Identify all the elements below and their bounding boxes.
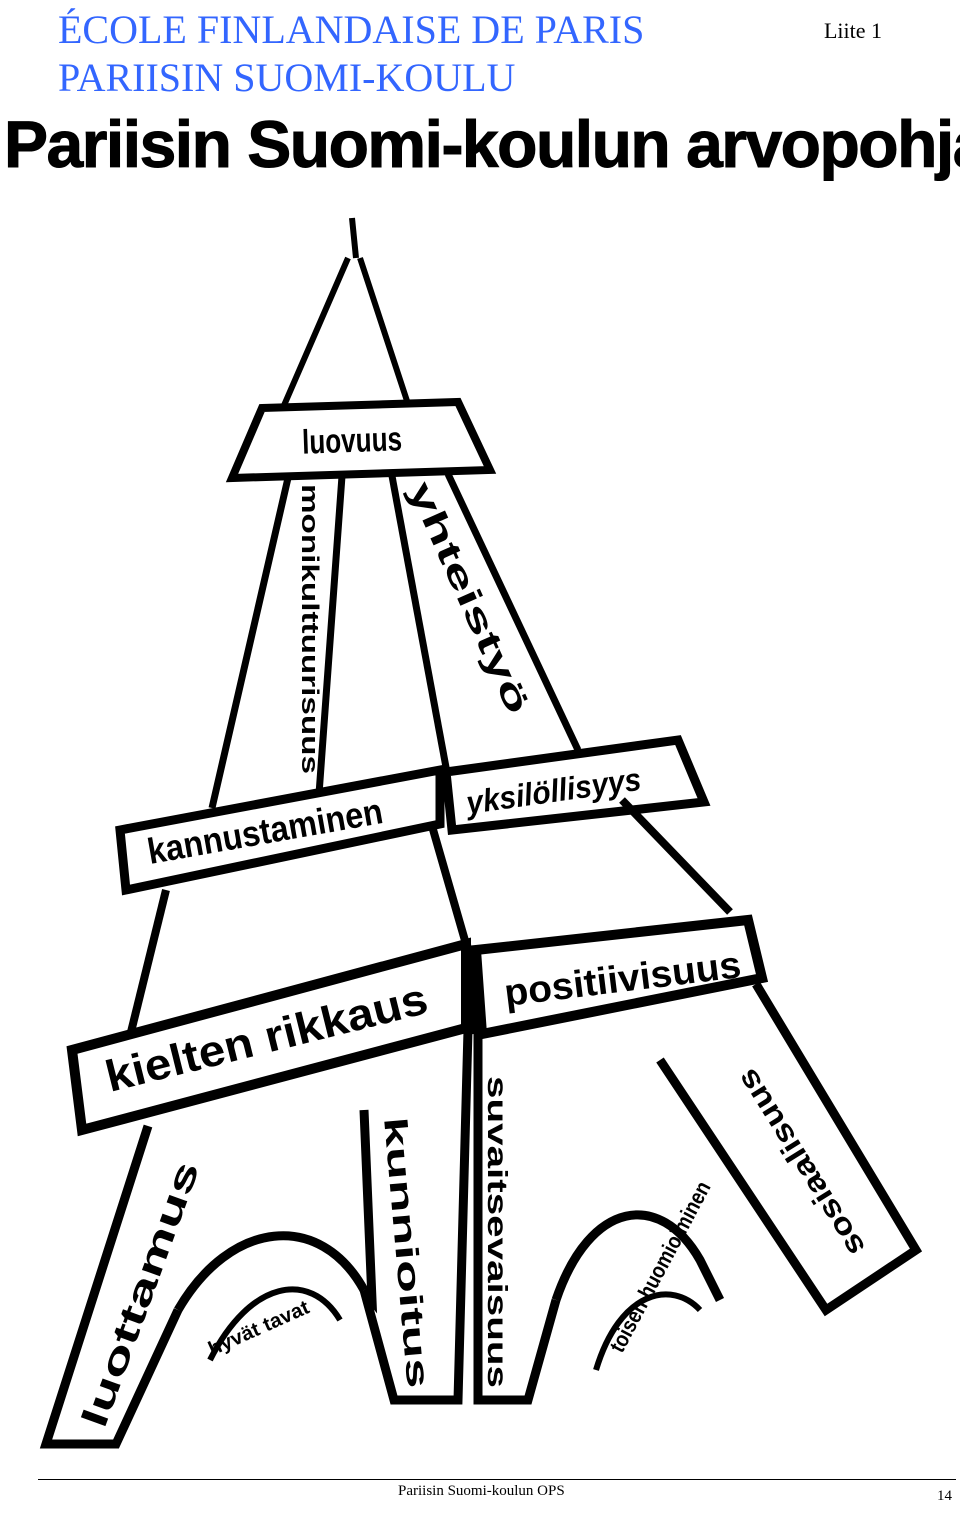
page-number: 14: [937, 1488, 952, 1504]
middle-platform-right: [441, 735, 711, 835]
middle-left-leg: [126, 889, 170, 1037]
page-title: Pariisin Suomi-koulun arvopohja: [0, 104, 960, 184]
platform-divider: [461, 943, 479, 1035]
value-monikulttuurisuus: monikulttuurisuus: [296, 484, 323, 774]
footer-divider: [38, 1479, 956, 1480]
value-suvaitsevaisuus: suvaitsevaisuus: [482, 1076, 513, 1388]
center-right-leg: [473, 1032, 561, 1405]
value-sosiaalisuus: sosiaalisuus: [731, 1063, 872, 1262]
upper-left-leg: [208, 475, 346, 809]
value-hyvat-tavat: hyvät tavat: [205, 1296, 313, 1360]
tower-antenna: [349, 217, 359, 259]
eiffel-tower-illustration: luovuus monikulttuurisuus yhteistyö kann…: [39, 217, 923, 1449]
value-kunnioitus: kunnioitus: [377, 1115, 437, 1389]
attachment-label: Liite 1: [823, 18, 882, 43]
upper-right-leg: [444, 472, 582, 752]
lower-platform-left: [66, 937, 471, 1137]
right-arch-inner: [593, 1291, 703, 1371]
upper-center-leg: [388, 475, 452, 779]
value-luovuus: luovuus: [301, 420, 402, 461]
lower-platform-right: [470, 914, 769, 1041]
school-name-french: ÉCOLE FINLANDAISE DE PARIS: [58, 7, 645, 52]
tower-spire: [279, 256, 413, 412]
middle-platform-left: [115, 764, 445, 896]
middle-center-left-leg: [428, 824, 470, 946]
center-left-leg: [359, 1029, 473, 1405]
left-arch: [174, 1231, 368, 1313]
page-title-text: Pariisin Suomi-koulun arvopohja: [4, 107, 960, 182]
footer-text: Pariisin Suomi-koulun OPS: [398, 1483, 565, 1499]
top-platform: [225, 397, 497, 483]
left-arch-inner: [207, 1286, 343, 1362]
right-arch: [551, 1210, 725, 1303]
left-outer-leg: [39, 1124, 183, 1449]
middle-right-leg: [619, 797, 733, 915]
school-name-finnish: PARIISIN SUOMI-KOULU: [58, 55, 516, 100]
right-outer-leg: [656, 981, 923, 1317]
